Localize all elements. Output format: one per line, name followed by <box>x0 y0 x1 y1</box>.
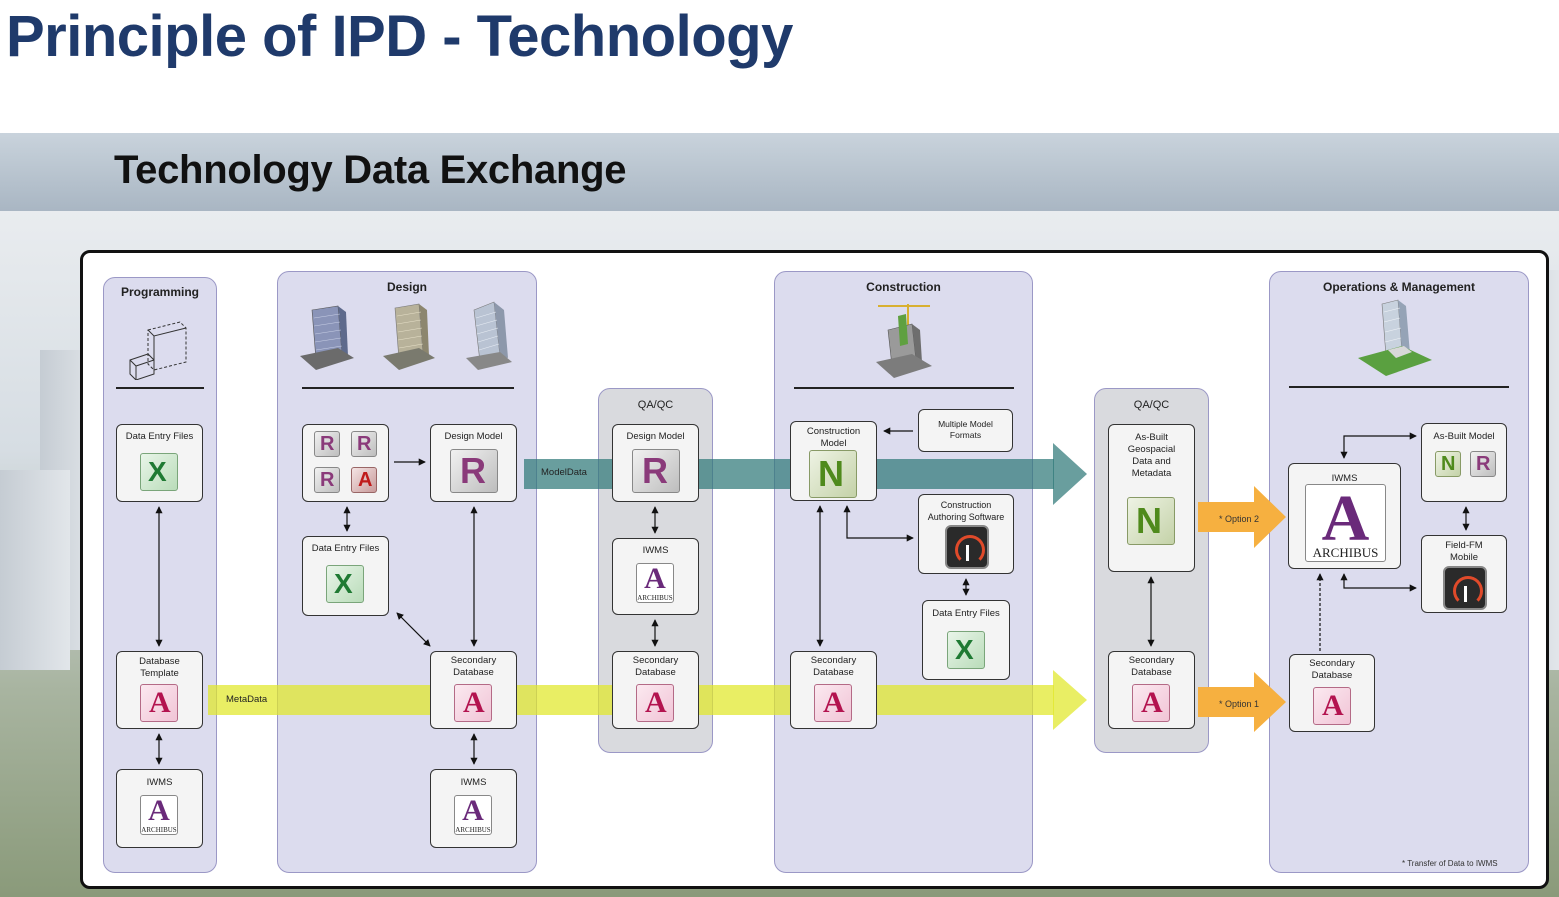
design-data-entry-label: Data Entry Files <box>311 543 380 554</box>
programming-iwms-label: IWMS <box>146 777 173 788</box>
design-building-1-illustration <box>300 305 354 370</box>
construction-authoring-label: Construction Authoring Software <box>927 500 1005 522</box>
access-icon <box>1313 687 1351 725</box>
revit-mep-icon <box>351 431 377 457</box>
design-model-label: Design Model <box>444 431 503 442</box>
qa1-design-model-label: Design Model <box>626 431 685 442</box>
design-secondary-db-box: Secondary Database <box>430 651 517 729</box>
navisworks-icon <box>1435 451 1461 477</box>
slide-title: Principle of IPD - Technology <box>6 4 793 69</box>
excel-icon <box>326 565 364 603</box>
qa2-secondary-db-box: Secondary Database <box>1108 651 1195 729</box>
archibus-icon: A ARCHIBUS <box>1305 482 1386 562</box>
revit-icon <box>450 449 498 493</box>
qa1-design-model-box: Design Model <box>612 424 699 502</box>
model-data-flow-band <box>524 459 1054 489</box>
access-icon <box>814 684 852 722</box>
design-model-box: Design Model <box>430 424 517 502</box>
access-icon <box>454 684 492 722</box>
design-iwms-box: IWMS A ARCHIBUS <box>430 769 517 848</box>
operations-field-fm-label: Field-FM Mobile <box>1445 540 1483 563</box>
design-building-3-illustration <box>466 301 512 370</box>
operations-field-fm-box: Field-FM Mobile <box>1421 535 1507 613</box>
option-2-label: * Option 2 <box>1219 514 1260 524</box>
operations-as-built-model-label: As-Built Model <box>1433 431 1495 442</box>
operations-iwms-label: IWMS <box>1331 473 1358 484</box>
access-icon <box>1132 684 1170 722</box>
qa1-iwms-box: IWMS A ARCHIBUS <box>612 538 699 615</box>
programming-massing-illustration <box>129 321 187 380</box>
model-data-label: ModelData <box>541 467 587 478</box>
operations-as-built-model-box: As-Built Model <box>1421 423 1507 502</box>
construction-data-entry-box: Data Entry Files <box>922 600 1010 680</box>
qa2-as-built-label: As-Built Geospacial Data and Metadata <box>1127 432 1176 479</box>
construction-multiple-formats-box: Multiple Model Formats <box>918 409 1013 452</box>
lane-title-programming: Programming <box>120 285 199 299</box>
divider-operations <box>1289 386 1509 388</box>
access-icon <box>636 684 674 722</box>
section-band <box>0 133 1559 211</box>
access-icon <box>140 684 178 722</box>
footnote: * Transfer of Data to IWMS <box>1402 859 1498 868</box>
programming-db-template-label: Database Template <box>139 656 180 679</box>
section-title: Technology Data Exchange <box>114 148 627 192</box>
navisworks-icon <box>809 450 857 498</box>
design-building-2-illustration <box>383 303 435 370</box>
revit-icon <box>632 449 680 493</box>
operations-iwms-box: IWMS A ARCHIBUS <box>1288 463 1401 569</box>
navisworks-icon <box>1127 497 1175 545</box>
model-data-flow-arrowhead <box>1053 443 1087 505</box>
design-software-icons-box <box>302 424 389 502</box>
construction-model-box: Construction Model <box>790 421 877 501</box>
archibus-icon: A ARCHIBUS <box>636 562 674 603</box>
meta-data-flow-arrowhead <box>1053 670 1087 730</box>
qa1-secondary-db-label: Secondary Database <box>632 655 679 678</box>
construction-model-label: Construction Model <box>806 426 861 449</box>
programming-db-template-box: Database Template <box>116 651 203 729</box>
divider-design <box>302 387 514 389</box>
archibus-icon: A ARCHIBUS <box>454 794 492 835</box>
operations-building-illustration <box>1358 299 1432 376</box>
option-1-label: * Option 1 <box>1219 699 1260 709</box>
construction-authoring-box: Construction Authoring Software <box>918 494 1014 574</box>
lane-title-construction: Construction <box>866 280 941 294</box>
construction-data-entry-label: Data Entry Files <box>932 608 1000 619</box>
qa2-secondary-db-label: Secondary Database <box>1128 655 1175 678</box>
lane-title-operations: Operations & Management <box>1322 280 1476 294</box>
programming-data-entry-label: Data Entry Files <box>125 431 194 442</box>
construction-multiple-formats-label: Multiple Model Formats <box>938 419 993 440</box>
meta-data-label: MetaData <box>226 694 268 705</box>
design-iwms-label: IWMS <box>460 777 487 788</box>
excel-icon <box>947 631 985 669</box>
construction-site-illustration <box>876 304 932 378</box>
lane-title-design: Design <box>386 280 427 294</box>
design-data-entry-box: Data Entry Files <box>302 536 389 616</box>
operations-secondary-db-label: Secondary Database <box>1309 658 1355 681</box>
field-mobile-icon <box>945 525 989 569</box>
qa1-iwms-label: IWMS <box>642 545 669 556</box>
programming-data-entry-box: Data Entry Files <box>116 424 203 502</box>
archibus-icon: A ARCHIBUS <box>140 794 178 835</box>
lane-title-qa-qc-2: QA/QC <box>1133 399 1170 411</box>
operations-secondary-db-box: Secondary Database <box>1289 654 1375 732</box>
revit-structure-icon <box>314 467 340 493</box>
revit-architecture-icon <box>314 431 340 457</box>
programming-iwms-box: IWMS A ARCHIBUS <box>116 769 203 848</box>
construction-secondary-db-label: Secondary Database <box>810 655 857 678</box>
qa2-as-built-box: As-Built Geospacial Data and Metadata <box>1108 424 1195 572</box>
qa1-secondary-db-box: Secondary Database <box>612 651 699 729</box>
option-1-arrow <box>1198 672 1286 732</box>
divider-construction <box>794 387 1014 389</box>
lane-title-qa-qc-1: QA/QC <box>637 399 674 411</box>
autocad-icon <box>351 467 377 493</box>
option-2-arrow <box>1198 486 1286 548</box>
excel-icon <box>140 453 178 491</box>
divider-programming <box>116 387 204 389</box>
design-secondary-db-label: Secondary Database <box>450 655 497 678</box>
field-mobile-icon <box>1443 566 1487 610</box>
revit-icon <box>1470 451 1496 477</box>
construction-secondary-db-box: Secondary Database <box>790 651 877 729</box>
